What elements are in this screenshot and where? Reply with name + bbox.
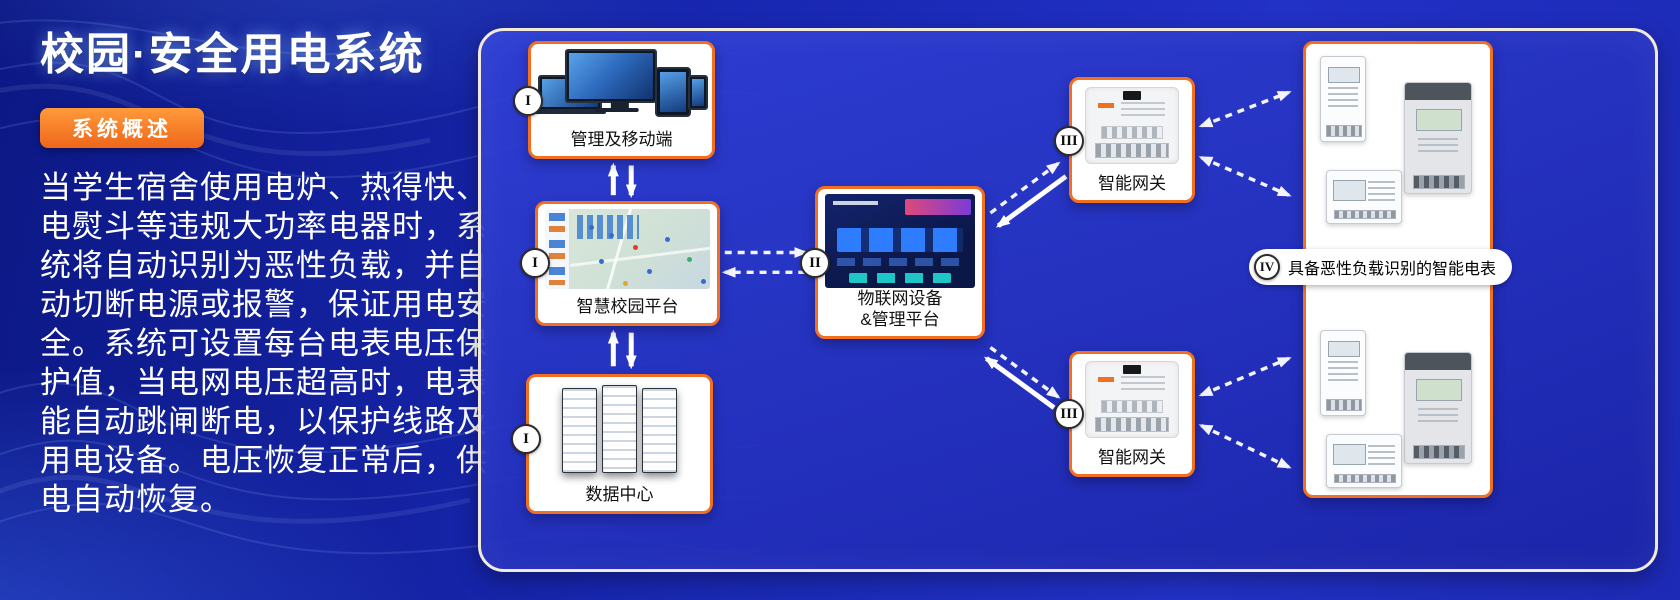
dashboard-background: [545, 209, 710, 289]
iot-label-line1: 物联网设备: [857, 288, 943, 308]
gateway-body: [1085, 361, 1179, 438]
node-label-data-center: 数据中心: [585, 485, 654, 504]
system-overview-badge: 系统概述: [40, 108, 204, 148]
step-numeral-smart-meters: IV: [1254, 254, 1280, 280]
node-management-mobile: 管理及移动端: [528, 41, 715, 159]
meter-cap: [1405, 83, 1471, 100]
node-label-gateway-top: 智能网关: [1098, 174, 1166, 193]
phone-icon: [688, 75, 708, 110]
smart-meters-label-text: 具备恶性负载识别的智能电表: [1288, 261, 1497, 278]
gateway-print-lines: [1120, 375, 1166, 390]
server-racks: [562, 385, 677, 473]
monitor-base: [594, 108, 639, 112]
meter-print-lines: [1328, 361, 1358, 384]
devices-illustration: [534, 49, 708, 122]
meter-terminals: [1412, 444, 1466, 459]
smart-meter-illustration: [1320, 56, 1366, 142]
meter-terminals: [1334, 473, 1396, 483]
iot-label-line2: &管理平台: [860, 309, 940, 329]
monitor-icon: [564, 49, 657, 103]
iot-tiles: [837, 227, 963, 252]
gateway-terminals: [1095, 417, 1169, 432]
dashboard-sidebar: [545, 209, 570, 289]
smart-meters-label: IV 具备恶性负载识别的智能电表: [1249, 249, 1513, 285]
dashboard-screenshot: [545, 209, 710, 289]
node-data-center: 数据中心: [526, 374, 713, 514]
step-numeral-management: I: [513, 86, 543, 116]
system-description: 当学生宿舍使用电炉、热得快、电熨斗等违规大功率电器时，系统将自动识别为恶性负载，…: [40, 170, 488, 517]
connection-arrows: [607, 90, 1292, 469]
step-numeral-campus-platform: I: [520, 248, 550, 278]
smart-meter-illustration: [1326, 170, 1402, 224]
meter-lcd: [1415, 109, 1463, 132]
meter-print-lines: [1418, 138, 1458, 156]
meter-lcd: [1332, 180, 1366, 202]
meter-lcd: [1332, 444, 1366, 466]
gateway-logo: [1097, 377, 1114, 382]
iot-dashboard-background: [825, 194, 975, 288]
iot-title-bar: [832, 201, 878, 205]
node-gateway-bottom: 智能网关: [1069, 351, 1195, 477]
gateway-usb-port: [1123, 91, 1141, 100]
gateway-terminals: [1095, 143, 1169, 158]
step-numeral-data-center: I: [511, 424, 541, 454]
gateway-terminals: [1100, 399, 1164, 413]
meter-terminals: [1326, 124, 1362, 137]
step-numeral-gateway-bottom: III: [1054, 399, 1084, 429]
gateway-device-illustration: [1079, 359, 1185, 440]
step-numeral-iot-platform: II: [800, 248, 830, 278]
meter-lcd: [1328, 341, 1360, 357]
map-markers: [589, 225, 594, 230]
architecture-diagram-panel: I I I II III III 管理及移动端: [478, 28, 1658, 572]
bar-chart-widget: [577, 215, 639, 239]
meter-print-lines: [1418, 408, 1458, 426]
node-gateway-top: 智能网关: [1069, 77, 1195, 203]
iot-platform-screenshot: [825, 194, 975, 288]
iot-row: [837, 257, 963, 266]
gateway-logo: [1097, 103, 1114, 108]
iot-banner: [905, 199, 971, 215]
monitor-stand: [610, 101, 629, 108]
server-rack: [562, 388, 597, 473]
node-label-management: 管理及移动端: [570, 130, 673, 149]
gateway-terminals: [1100, 125, 1164, 139]
meter-print-lines: [1368, 445, 1396, 469]
node-iot-platform: 物联网设备 &管理平台: [815, 186, 985, 339]
gateway-body: [1085, 87, 1179, 164]
map-road: [562, 245, 710, 269]
smart-meter-illustration: [1404, 352, 1472, 464]
meter-cap: [1405, 353, 1471, 370]
gateway-print-lines: [1120, 101, 1166, 116]
step-numeral-gateway-top: III: [1054, 126, 1084, 156]
meter-terminals: [1412, 174, 1466, 189]
meter-print-lines: [1328, 87, 1358, 110]
smart-meter-illustration: [1326, 434, 1402, 488]
meter-lcd: [1328, 67, 1360, 83]
node-label-iot-platform: 物联网设备 &管理平台: [818, 288, 982, 337]
server-rack: [602, 385, 637, 473]
overview-panel: 校园·安全用电系统 系统概述 当学生宿舍使用电炉、热得快、电熨斗等违规大功率电器…: [40, 18, 488, 519]
node-campus-platform: 智慧校园平台: [535, 201, 720, 326]
node-label-campus-platform: 智慧校园平台: [576, 297, 679, 316]
meter-terminals: [1326, 398, 1362, 411]
gateway-device-illustration: [1079, 85, 1185, 166]
smart-meter-illustration: [1404, 82, 1472, 194]
meter-lcd: [1415, 379, 1463, 402]
meter-print-lines: [1368, 181, 1396, 205]
meter-terminals: [1334, 209, 1396, 219]
tablet-icon: [655, 67, 691, 117]
server-racks-illustration: [536, 382, 703, 477]
gateway-usb-port: [1123, 365, 1141, 374]
node-label-gateway-bottom: 智能网关: [1098, 448, 1166, 467]
server-rack: [642, 388, 677, 473]
page-title: 校园·安全用电系统: [40, 30, 425, 79]
iot-buttons: [849, 272, 951, 283]
smart-meter-illustration: [1320, 330, 1366, 416]
